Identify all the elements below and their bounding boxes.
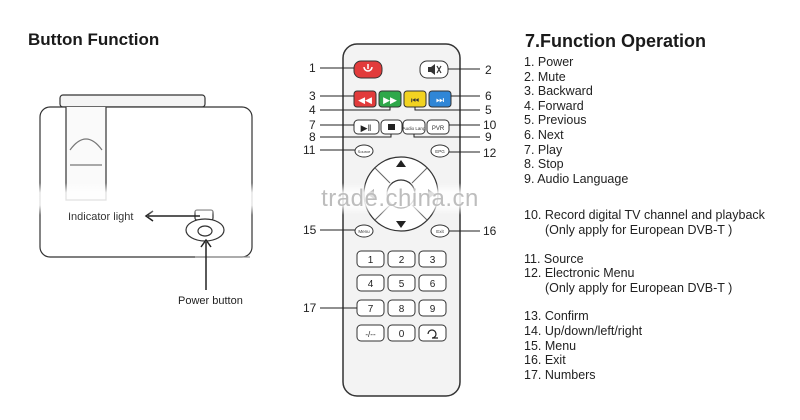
epg-label: EPG <box>435 149 445 154</box>
return-icon <box>427 329 438 339</box>
key-label: 3 <box>430 255 436 266</box>
callout-6: 6 <box>485 89 492 103</box>
key-return[interactable] <box>418 324 447 342</box>
function-item: 13. Confirm <box>524 309 589 324</box>
function-item: 2. Mute <box>524 69 566 84</box>
callout-9: 9 <box>485 130 492 144</box>
menu-label: Menu <box>358 229 370 234</box>
function-item: 4. Forward <box>524 98 584 113</box>
power-callout <box>200 238 212 290</box>
callout-11: 11 <box>303 143 316 157</box>
function-item: 15. Menu <box>524 338 577 353</box>
key-4[interactable] <box>356 274 385 292</box>
function-list: 1. Power 2. Mute 3. Backward 4. Forward … <box>524 55 765 382</box>
power-button[interactable] <box>353 60 383 79</box>
source-button[interactable] <box>354 144 374 158</box>
callout-17: 17 <box>303 301 317 315</box>
key-5[interactable] <box>387 274 416 292</box>
watermark: trade.china.cn <box>0 183 800 215</box>
callout-1: 1 <box>309 61 316 75</box>
function-item: 10. Record digital TV channel and playba… <box>524 208 765 223</box>
callout-7: 7 <box>309 118 316 132</box>
function-item: 12. Electronic Menu <box>524 266 635 281</box>
function-item: 7. Play <box>524 142 563 157</box>
pvr-label: PVR <box>432 126 445 132</box>
function-item: 16. Exit <box>524 353 566 368</box>
function-note: (Only apply for European DVB-T ) <box>545 222 733 237</box>
callout-2: 2 <box>485 63 492 77</box>
function-note: (Only apply for European DVB-T ) <box>545 280 733 295</box>
function-item: 8. Stop <box>524 157 564 172</box>
function-item: 1. Power <box>524 55 574 69</box>
mute-icon <box>428 64 442 75</box>
power-button-label: Power button <box>178 295 243 307</box>
function-item: 11. Source <box>524 251 584 266</box>
key-dash[interactable] <box>356 324 385 342</box>
function-item: 9. Audio Language <box>524 171 629 186</box>
backward-icon: ◀◀ <box>358 95 372 105</box>
backward-button[interactable] <box>353 90 377 108</box>
next-icon: ⏭ <box>436 95 444 105</box>
callout-3: 3 <box>309 89 316 103</box>
function-item: 3. Backward <box>524 84 593 99</box>
play-pause-icon: ▶‖ <box>361 123 372 133</box>
power-button-drawing <box>185 218 225 242</box>
key-label: 7 <box>368 304 374 315</box>
key-label: 6 <box>430 279 436 290</box>
key-label: 2 <box>399 255 405 266</box>
key-label: 0 <box>399 329 405 340</box>
stop-icon <box>388 124 395 130</box>
key-8[interactable] <box>387 299 416 317</box>
pvr-button[interactable] <box>426 119 450 135</box>
function-item: 17. Numbers <box>524 367 596 382</box>
key-0[interactable] <box>387 324 416 342</box>
key-label: 1 <box>368 255 374 266</box>
function-operation-heading: 7.Function Operation <box>525 31 707 51</box>
function-item: 14. Up/down/left/right <box>524 323 643 338</box>
callout-lines <box>320 67 480 309</box>
audio-lang-label: Audio Lang <box>403 126 426 131</box>
callout-5: 5 <box>485 103 492 117</box>
key-3[interactable] <box>418 250 447 268</box>
previous-icon: ⏮ <box>411 95 419 105</box>
forward-icon: ▶▶ <box>383 95 397 105</box>
key-label: 5 <box>399 279 405 290</box>
button-function-heading: Button Function <box>28 30 160 49</box>
callout-8: 8 <box>309 130 316 144</box>
power-icon <box>363 64 373 72</box>
next-button[interactable] <box>428 90 452 108</box>
key-label: 8 <box>399 304 405 315</box>
source-label: Source <box>358 149 371 154</box>
key-9[interactable] <box>418 299 447 317</box>
key-label: 4 <box>368 279 374 290</box>
callout-10: 10 <box>483 118 497 132</box>
key-6[interactable] <box>418 274 447 292</box>
callout-4: 4 <box>309 103 316 117</box>
down-arrow-icon <box>396 221 406 228</box>
play-button[interactable] <box>353 119 380 135</box>
epg-button[interactable] <box>430 144 450 158</box>
key-2[interactable] <box>387 250 416 268</box>
function-item: 5. Previous <box>524 113 587 128</box>
callout-16: 16 <box>483 224 497 238</box>
key-1[interactable] <box>356 250 385 268</box>
up-arrow-icon <box>396 160 406 167</box>
function-item: 6. Next <box>524 127 564 142</box>
callout-numbers: 1 2 3 4 5 6 7 8 9 10 11 12 15 16 17 <box>303 61 497 315</box>
key-label: 9 <box>430 304 436 315</box>
callout-12: 12 <box>483 146 497 160</box>
exit-label: Exit <box>436 229 444 234</box>
menu-button[interactable] <box>354 224 374 238</box>
callout-15: 15 <box>303 223 317 237</box>
key-label: -/-- <box>365 330 376 339</box>
